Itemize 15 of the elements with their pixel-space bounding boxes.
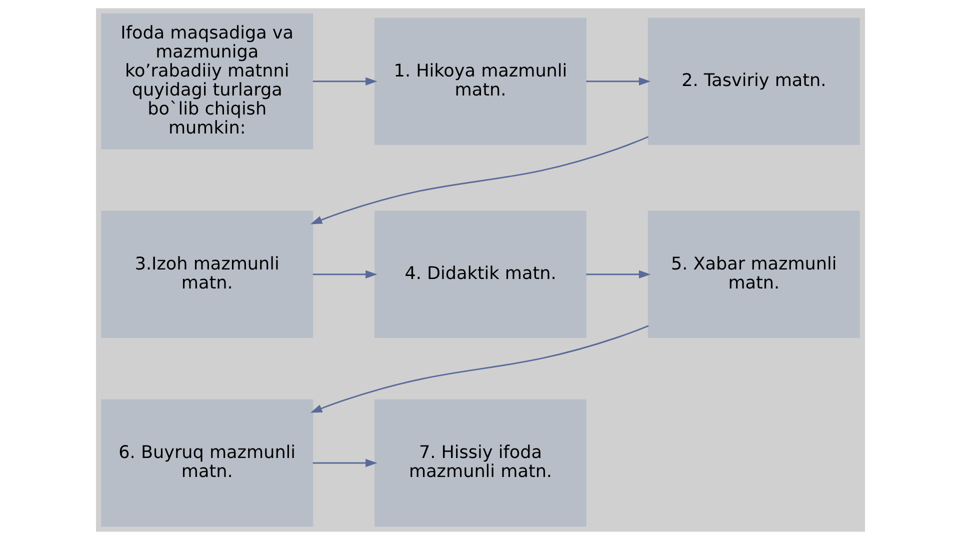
node-box: 4. Didaktik matn. (374, 210, 586, 338)
node-box: 7. Hissiy ifoda mazmunli matn. (374, 399, 586, 527)
node-box: 5. Xabar mazmunli matn. (648, 210, 860, 338)
arrow (586, 77, 651, 86)
arrow (312, 77, 378, 86)
arrow (312, 458, 378, 468)
node-box: Ifoda maqsadiga va mazmuniga ko’rabadiiy matnni quyidagi turlarga bo`lib chiqish mumkin: (101, 13, 314, 150)
arrow (310, 325, 649, 413)
node-box: 2. Tasviriy matn. (648, 18, 860, 145)
node-box: 3.Izoh mazmunli matn. (101, 210, 314, 338)
arrow (586, 270, 651, 278)
arrow (312, 270, 378, 278)
node-box: 6. Buyruq mazmunli matn. (101, 399, 314, 527)
arrow (310, 136, 649, 224)
node-box: 1. Hikoya mazmunli matn. (374, 18, 586, 145)
